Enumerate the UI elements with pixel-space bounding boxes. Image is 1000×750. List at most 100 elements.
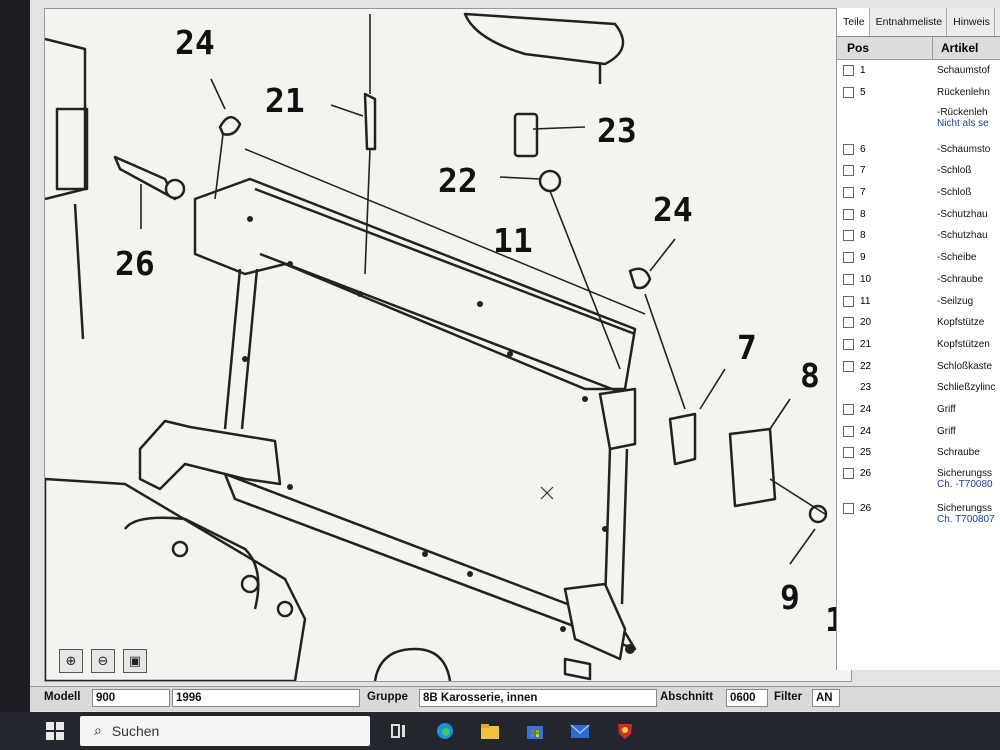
diagram-label: 8 [800, 356, 820, 395]
filter-field[interactable]: AN [812, 689, 840, 707]
filter-label: Filter [774, 691, 803, 703]
row-note: Ch. -T70080 [937, 478, 993, 490]
row-checkbox[interactable] [843, 447, 854, 459]
tab-hinweis[interactable]: Hinweis [947, 8, 995, 36]
column-header-artikel[interactable]: Artikel [941, 41, 979, 55]
row-checkbox[interactable] [843, 143, 854, 155]
task-view-icon[interactable] [390, 722, 410, 740]
table-row[interactable]: 6-Schaumsto [837, 138, 1000, 160]
row-artikel: Sicherungss [937, 502, 993, 514]
tab-entnahmeliste[interactable]: Entnahmeliste [870, 8, 948, 36]
app-icon[interactable] [615, 722, 635, 740]
row-pos: 9 [860, 252, 866, 264]
diagram-drawing: 24 21 23 22 11 24 26 7 8 9 1 [45, 12, 845, 681]
year-field[interactable]: 1996 [172, 689, 360, 707]
row-note: Nicht als se [937, 118, 989, 130]
edge-icon[interactable] [435, 722, 455, 740]
table-row[interactable]: 7-Schloß [837, 182, 1000, 204]
row-checkbox[interactable] [843, 403, 854, 415]
row-artikel: -Schutzhau [937, 208, 988, 220]
row-checkbox[interactable] [843, 65, 854, 77]
row-pos: 7 [860, 165, 866, 177]
row-artikel: Rückenlehn [937, 87, 990, 99]
row-checkbox[interactable] [843, 165, 854, 177]
table-row[interactable]: 8-Schutzhau [837, 203, 1000, 225]
table-row[interactable]: 24 Griff [837, 399, 1000, 421]
row-artikel: -Schloß [937, 165, 972, 177]
row-checkbox[interactable] [843, 230, 854, 242]
exploded-parts-diagram[interactable]: 24 21 23 22 11 24 26 7 8 9 1 ⊕ ⊖ ▣ [44, 8, 852, 682]
mail-icon[interactable] [570, 722, 590, 740]
table-row[interactable]: 1 Schaumstof [837, 60, 1000, 82]
row-artikel: Schaumstof [937, 65, 990, 77]
diagram-label: 24 [175, 23, 215, 62]
row-checkbox[interactable] [843, 317, 854, 329]
store-icon[interactable] [525, 722, 545, 740]
table-row[interactable]: 11-Seilzug [837, 290, 1000, 312]
diagram-label: 24 [653, 190, 693, 229]
taskbar-search-box[interactable]: ⌕ Suchen [80, 716, 370, 746]
row-artikel: Griff [937, 403, 956, 415]
table-row[interactable]: 22 Schloßkaste [837, 355, 1000, 377]
table-row[interactable]: 7 -Schloß [837, 160, 1000, 182]
row-checkbox[interactable] [843, 360, 854, 372]
row-pos: 24 [860, 425, 872, 437]
abschnitt-label: Abschnitt [660, 691, 714, 703]
zoom-in-icon[interactable]: ⊕ [59, 649, 83, 673]
abschnitt-field[interactable]: 0600 [726, 689, 768, 707]
diagram-label: 9 [780, 578, 800, 617]
row-checkbox[interactable] [843, 252, 854, 264]
row-pos: 7 [860, 187, 866, 199]
row-pos: 10 [860, 273, 872, 285]
parts-table-header: Pos Artikel [837, 37, 1000, 60]
row-checkbox[interactable] [843, 338, 854, 350]
search-icon: ⌕ [94, 723, 102, 739]
diagram-label: 23 [597, 111, 637, 150]
row-checkbox[interactable] [843, 273, 854, 285]
row-checkbox[interactable] [843, 467, 854, 479]
epc-window: 24 21 23 22 11 24 26 7 8 9 1 ⊕ ⊖ ▣ [30, 0, 1000, 712]
search-placeholder: Suchen [111, 723, 160, 739]
gruppe-field[interactable]: 8B Karosserie, innen [419, 689, 657, 707]
row-checkbox[interactable] [843, 295, 854, 307]
row-pos: 1 [860, 65, 866, 77]
row-pos: 23 [860, 382, 872, 394]
row-artikel: -Schraube [937, 273, 984, 285]
modell-field[interactable]: 900 [92, 689, 170, 707]
row-pos: 24 [860, 403, 872, 415]
cursor-icon [540, 486, 554, 500]
zoom-out-icon[interactable]: ⊖ [91, 649, 115, 673]
row-checkbox[interactable] [843, 87, 854, 99]
diagram-label: 22 [438, 161, 478, 200]
row-pos: 26 [860, 467, 872, 479]
diagram-label: 26 [115, 244, 155, 283]
file-explorer-icon[interactable] [480, 722, 500, 740]
column-header-pos[interactable]: Pos [837, 37, 933, 59]
windows-start-icon[interactable] [46, 722, 64, 740]
table-row[interactable]: 9-Scheibe [837, 247, 1000, 269]
table-row[interactable]: 10 -Schraube [837, 269, 1000, 291]
row-checkbox[interactable] [843, 502, 854, 514]
tab-teile[interactable]: Teile [837, 8, 870, 36]
table-row[interactable]: 8-Schutzhau [837, 225, 1000, 247]
row-pos: 8 [860, 230, 866, 242]
row-checkbox[interactable] [843, 187, 854, 199]
modell-label: Modell [44, 691, 81, 703]
panel-tabs: Teile Entnahmeliste Hinweis [837, 8, 1000, 37]
row-artikel: Schloßkaste [937, 360, 993, 372]
row-checkbox[interactable] [843, 425, 854, 437]
row-pos: 20 [860, 317, 872, 329]
row-checkbox[interactable] [843, 208, 854, 220]
row-pos: 25 [860, 447, 872, 459]
fit-page-icon[interactable]: ▣ [123, 649, 147, 673]
row-pos: 22 [860, 360, 872, 372]
